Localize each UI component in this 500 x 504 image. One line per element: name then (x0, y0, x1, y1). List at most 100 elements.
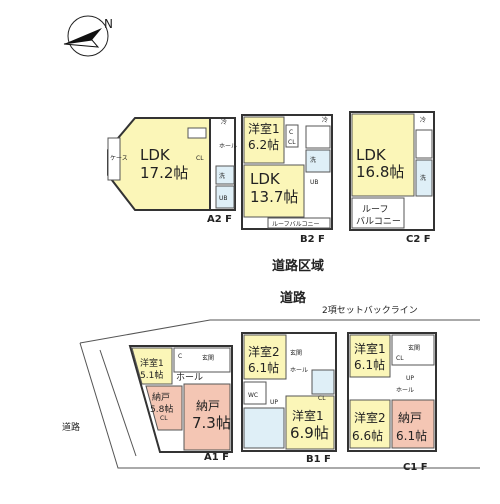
nando1-size: 5.8帖 (150, 403, 173, 415)
bath-label: UB (219, 195, 228, 202)
floor-label: B2 F (300, 234, 325, 245)
ldk-room (243, 164, 305, 218)
up-label: UP (270, 399, 278, 406)
room1-name: 洋室1 (354, 341, 386, 356)
floor-label: B1 F (306, 454, 331, 465)
compass: N (63, 15, 113, 57)
compass-north-label: N (104, 17, 113, 31)
hall-label: ホール (290, 367, 308, 374)
room1-size: 6.9帖 (290, 424, 329, 442)
genkan-label: 玄関 (290, 349, 302, 357)
fridge-label: 冷 (322, 116, 328, 124)
roof-balcony-label-1: ルーフ (362, 205, 388, 215)
closet (285, 124, 299, 148)
entrance-area (173, 347, 231, 373)
nando1 (145, 385, 183, 431)
room2-name: 洋室2 (354, 410, 386, 425)
wash-label: 洗 (219, 172, 225, 180)
cl-label: CL (196, 155, 204, 162)
roof-balcony-label-2: バルコニー (356, 216, 401, 227)
room1-size: 6.2帖 (248, 137, 279, 152)
room1-size: 6.1帖 (354, 357, 385, 372)
c-label: C (178, 353, 182, 360)
kitchen-counter (187, 127, 207, 139)
nando (391, 399, 435, 449)
plan-c1: 洋室1 6.1帖 洋室2 6.6帖 納戸 6.1帖 玄関 ホール UP CL C… (347, 332, 437, 473)
wash-area (215, 165, 235, 185)
room1 (131, 347, 173, 385)
fridge-label: 冷 (221, 118, 227, 126)
room1-size: 5.1帖 (140, 369, 163, 381)
plan-a1: 洋室1 5.1帖 納戸 5.8帖 納戸 7.3帖 ホール 玄関 C CL A1 … (128, 345, 233, 463)
nando-size: 6.1帖 (396, 428, 427, 443)
wash-area (305, 149, 331, 173)
floor-label: A2 F (207, 214, 232, 225)
nando2-name: 納戸 (196, 399, 220, 413)
cl-label: CL (160, 415, 168, 422)
wash-label: 洗 (420, 174, 426, 182)
ldk-size: 16.8帖 (356, 163, 404, 181)
cl-label: CL (318, 395, 326, 402)
plan-a2: LDK 17.2帖 冷 ホール 洗 UB CL ケース A2 F (107, 117, 237, 225)
cl-label: CL (288, 139, 296, 146)
wash-area (415, 159, 433, 197)
floor-label: C2 F (406, 234, 431, 245)
ldk-size: 13.7帖 (250, 188, 298, 206)
floor-label: A1 F (204, 452, 229, 463)
ldk-room (351, 113, 415, 197)
setback-label: 2項セットバックライン (322, 305, 418, 316)
stair (415, 129, 433, 159)
cl-label: CL (396, 355, 404, 362)
hall-label: ホール (396, 387, 414, 394)
storage-label: ケース (110, 155, 128, 162)
nando2 (183, 383, 231, 451)
road-area-label: 道路区域 (272, 258, 324, 274)
ldk-name: LDK (140, 146, 171, 164)
ldk-name: LDK (356, 146, 387, 164)
room1 (285, 395, 335, 450)
stair (305, 125, 331, 149)
room1-name: 洋室1 (140, 357, 164, 369)
ldk-size: 17.2帖 (140, 164, 188, 182)
room1-name: 洋室1 (292, 408, 324, 423)
ldk-name: LDK (250, 170, 281, 188)
genkan-label: 玄関 (408, 344, 420, 352)
room2-size: 6.1帖 (248, 360, 279, 375)
room2 (349, 399, 391, 449)
side-road-label: 道路 (62, 421, 80, 433)
storage-case (107, 137, 121, 181)
roof-balcony-label: ルーフバルコニー (272, 221, 320, 228)
nando1-name: 納戸 (152, 391, 170, 403)
road-label: 道路 (280, 290, 307, 306)
room2-name: 洋室2 (248, 344, 280, 359)
plan-b1: 洋室2 6.1帖 洋室1 6.9帖 WC 玄関 ホール CL UP B1 F (241, 332, 337, 465)
wc (243, 381, 267, 405)
bath-label: UB (310, 179, 319, 186)
room1-name: 洋室1 (248, 121, 280, 136)
wash-label: 洗 (310, 156, 316, 164)
hall-label: ホール (176, 372, 203, 383)
room1 (349, 334, 391, 378)
fridge-label: 冷 (420, 116, 426, 124)
plan-c2: LDK 16.8帖 冷 洗 ルーフ バルコニー C2 F (349, 111, 435, 245)
roof-balcony (267, 217, 331, 229)
roof-balcony (351, 197, 405, 229)
room2 (243, 334, 287, 380)
nando-name: 納戸 (398, 411, 422, 425)
room1 (243, 116, 285, 164)
plan-b2: 洋室1 6.2帖 LDK 13.7帖 C CL 冷 洗 UB ルーフバルコニー … (241, 114, 333, 245)
entrance-area (391, 334, 435, 366)
bath-area (215, 185, 235, 209)
genkan-label: 玄関 (202, 354, 214, 362)
nando2-size: 7.3帖 (192, 414, 231, 432)
c-label: C (289, 129, 293, 136)
wc-label: WC (248, 392, 258, 399)
bath-area (243, 407, 285, 449)
up-label: UP (406, 375, 414, 382)
hall-label: ホール (219, 143, 237, 150)
floor-label: C1 F (403, 462, 428, 473)
wash-area (311, 369, 335, 395)
site-boundary (79, 319, 480, 469)
